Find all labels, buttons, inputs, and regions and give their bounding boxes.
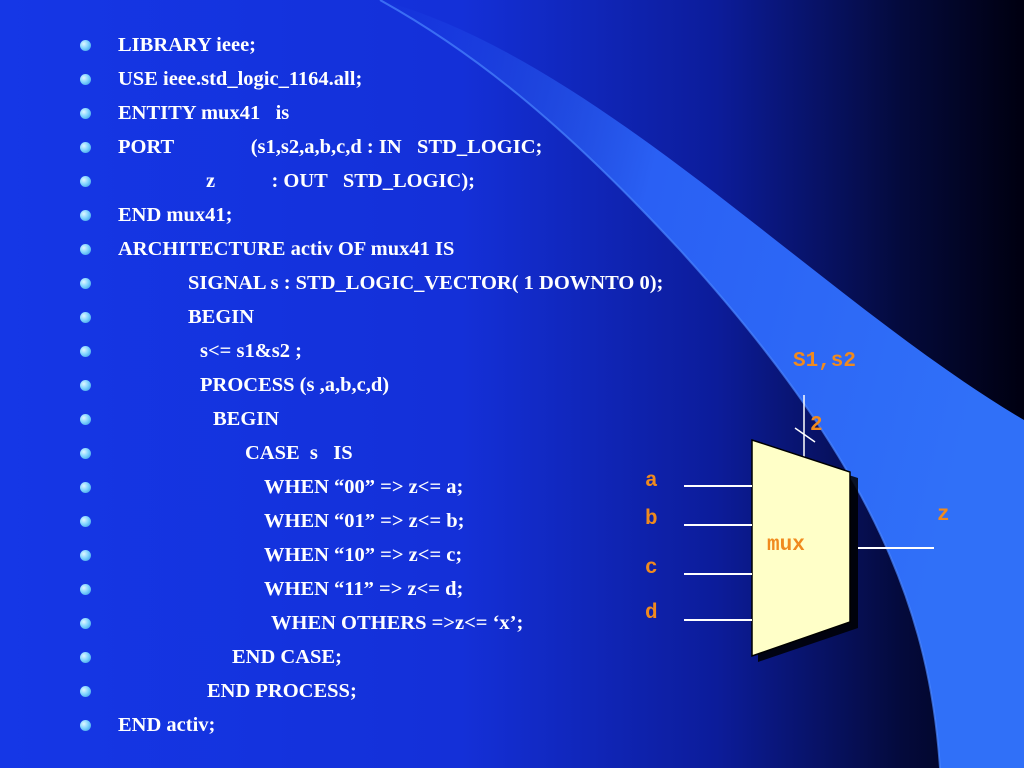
bus-width-label: 2 [810, 414, 823, 437]
swoosh-shape [380, 0, 1024, 768]
swoosh-edge [379, 0, 941, 768]
bullet-icon [80, 108, 91, 119]
bullet-icon [80, 550, 91, 561]
input-label-d: d [645, 602, 658, 625]
bullet-icon [80, 618, 91, 629]
bullet-icon [80, 380, 91, 391]
mux-block [751, 438, 851, 658]
bullet-icon [80, 414, 91, 425]
bullet-icon [80, 448, 91, 459]
bullet-icon [80, 176, 91, 187]
bullet-icon [80, 142, 91, 153]
bullet-icon [80, 74, 91, 85]
bullet-icon [80, 652, 91, 663]
bullet-icon [80, 584, 91, 595]
bullet-icon [80, 312, 91, 323]
bullet-icon [80, 686, 91, 697]
input-label-a: a [645, 470, 658, 493]
input-label-b: b [645, 508, 658, 531]
bullet-icon [80, 346, 91, 357]
mux-label: mux [767, 534, 805, 557]
bullet-icon [80, 482, 91, 493]
bullet-icon [80, 720, 91, 731]
bullet-icon [80, 210, 91, 221]
bullet-icon [80, 40, 91, 51]
select-label: S1,s2 [793, 350, 857, 373]
output-label-z: z [937, 504, 950, 527]
bullet-icon [80, 278, 91, 289]
bullet-icon [80, 244, 91, 255]
bullet-icon [80, 516, 91, 527]
input-label-c: c [645, 557, 658, 580]
bus-slash [794, 427, 816, 443]
